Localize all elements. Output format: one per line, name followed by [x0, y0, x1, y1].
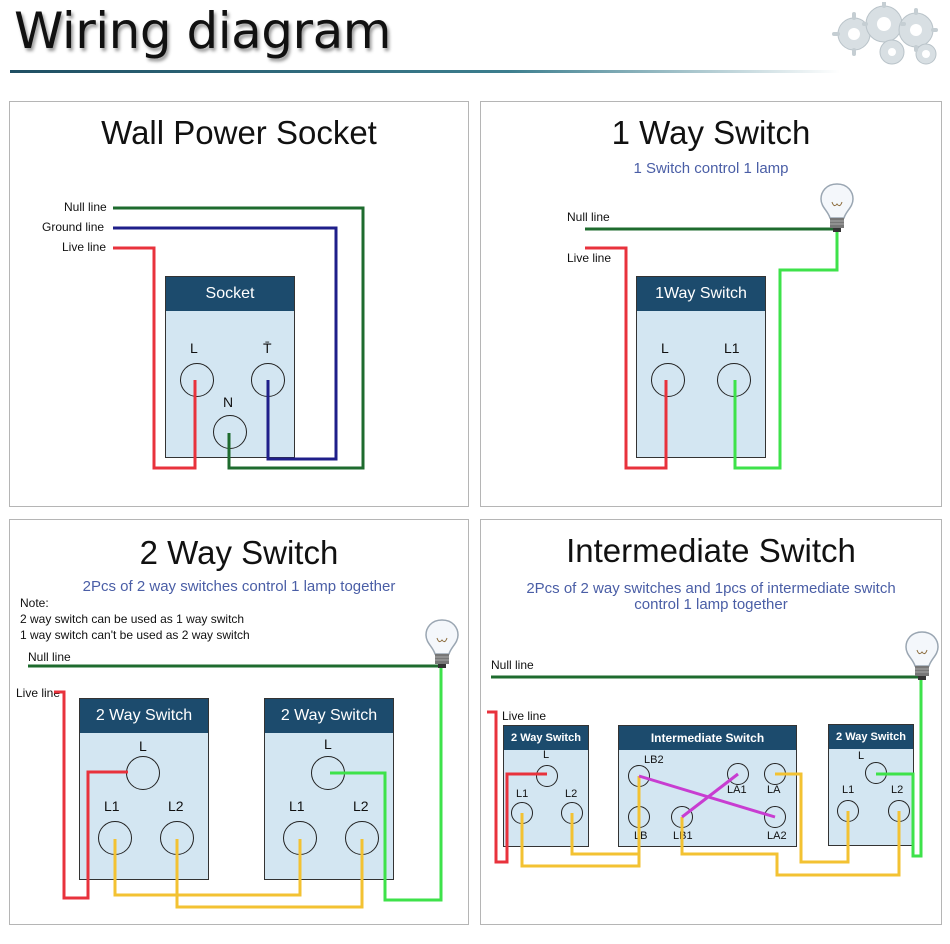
left-two-way-switch-box-title: 2 Way Switch — [504, 726, 588, 750]
terminal-earth-label: T̄ — [263, 340, 272, 356]
terminal-lb-label: LB — [634, 830, 648, 842]
terminal-la1-label: LA1 — [727, 784, 747, 796]
one-way-panel: 1 Way Switch 1 Switch control 1 lamp Nul… — [480, 101, 942, 507]
one-way-panel-subtitle: 1 Switch control 1 lamp — [633, 160, 789, 177]
live-wire — [113, 246, 197, 470]
two-way-switch-box-right-title: 2 Way Switch — [265, 699, 393, 733]
page-title: Wiring diagram — [14, 2, 391, 60]
intermediate-switch-box: Intermediate Switch — [618, 725, 797, 847]
live-line-label: Live line — [16, 686, 61, 700]
two-way-panel-subtitle: 2Pcs of 2 way switches control 1 lamp to… — [82, 578, 396, 595]
note-line-1: 2 way switch can be used as 1 way switch — [20, 612, 245, 626]
traveler-wire-l1 — [113, 839, 302, 897]
header-divider — [10, 70, 840, 73]
null-line-label: Null line — [28, 650, 71, 664]
note-heading: Note: — [20, 596, 49, 610]
left-terminal-l2-label: L2 — [168, 798, 184, 814]
two-way-wires — [28, 664, 443, 909]
lamp-icon — [425, 619, 459, 668]
left-terminal-l — [126, 756, 160, 790]
live-line-label: Live line — [502, 709, 547, 723]
left-terminal-l — [536, 765, 558, 787]
one-way-panel-title: 1 Way Switch — [611, 114, 811, 151]
terminal-l — [180, 363, 214, 397]
ground-line-label: Ground line — [42, 220, 105, 234]
null-line-label: Null line — [491, 658, 534, 672]
live-line-label: Live line — [62, 240, 107, 254]
null-line-label: Null line — [567, 210, 610, 224]
null-line-label: Null line — [64, 200, 107, 214]
live-wire — [585, 246, 668, 470]
lamp-icon — [820, 183, 854, 232]
note-line-2: 1 way switch can't be used as 2 way swit… — [20, 628, 250, 642]
ground-wire — [113, 226, 338, 461]
intermediate-panel: Intermediate Switch 2Pcs of 2 way switch… — [480, 519, 942, 925]
right-two-way-switch-box-title: 2 Way Switch — [829, 725, 913, 749]
right-terminal-l1-label: L1 — [842, 784, 855, 796]
traveler-wire-a — [520, 813, 641, 868]
terminal-lb2-label: LB2 — [644, 754, 664, 766]
terminal-la2-label: LA2 — [767, 830, 787, 842]
two-way-panel-title: 2 Way Switch — [139, 534, 339, 571]
socket-wires — [113, 206, 365, 470]
switched-wire — [876, 677, 923, 858]
one-way-switch-box-title: 1Way Switch — [637, 277, 765, 311]
one-way-wires — [585, 227, 839, 470]
left-terminal-l1-label: L1 — [516, 788, 529, 800]
terminal-l1-label: L1 — [724, 340, 740, 356]
traveler-wire-b — [570, 776, 641, 856]
socket-panel-title: Wall Power Socket — [101, 114, 377, 151]
intermediate-panel-subtitle-2: control 1 lamp together — [634, 596, 788, 613]
live-line-label: Live line — [567, 251, 612, 265]
socket-panel: Wall Power Socket Null line Ground line … — [9, 101, 469, 507]
traveler-wire-d — [680, 811, 901, 877]
right-terminal-l2-label: L2 — [353, 798, 369, 814]
right-terminal-l1-label: L1 — [289, 798, 305, 814]
intermediate-wires — [487, 675, 923, 877]
intermediate-panel-subtitle-1: 2Pcs of 2 way switches and 1pcs of inter… — [526, 580, 896, 597]
terminal-n-label: N — [223, 394, 234, 410]
terminal-l-label: L — [190, 340, 198, 356]
traveler-wire-c — [775, 772, 850, 864]
null-wire — [113, 206, 365, 470]
left-terminal-l1-label: L1 — [104, 798, 120, 814]
terminal-la-label: LA — [767, 784, 781, 796]
cross-wire-2 — [681, 772, 739, 819]
left-terminal-l-label: L — [139, 738, 147, 754]
live-wire — [487, 710, 547, 864]
two-way-panel: 2 Way Switch 2Pcs of 2 way switches cont… — [9, 519, 469, 925]
two-way-switch-box-left-title: 2 Way Switch — [80, 699, 208, 733]
terminal-l — [651, 363, 685, 397]
right-terminal-l-label: L — [858, 750, 865, 762]
left-terminal-l-label: L — [543, 749, 550, 761]
lamp-icon — [905, 631, 939, 680]
right-terminal-l-label: L — [324, 736, 332, 752]
right-terminal-l2-label: L2 — [891, 784, 904, 796]
socket-box-title: Socket — [166, 277, 294, 311]
live-wire — [54, 690, 128, 900]
left-terminal-l2-label: L2 — [565, 788, 578, 800]
traveler-wire-l2 — [175, 839, 364, 909]
terminal-l-label: L — [661, 340, 669, 356]
intermediate-switch-box-title: Intermediate Switch — [619, 726, 796, 750]
gears-logo-icon — [832, 2, 938, 65]
switched-wire — [733, 229, 839, 470]
intermediate-panel-title: Intermediate Switch — [566, 532, 856, 569]
switched-wire — [330, 666, 443, 902]
